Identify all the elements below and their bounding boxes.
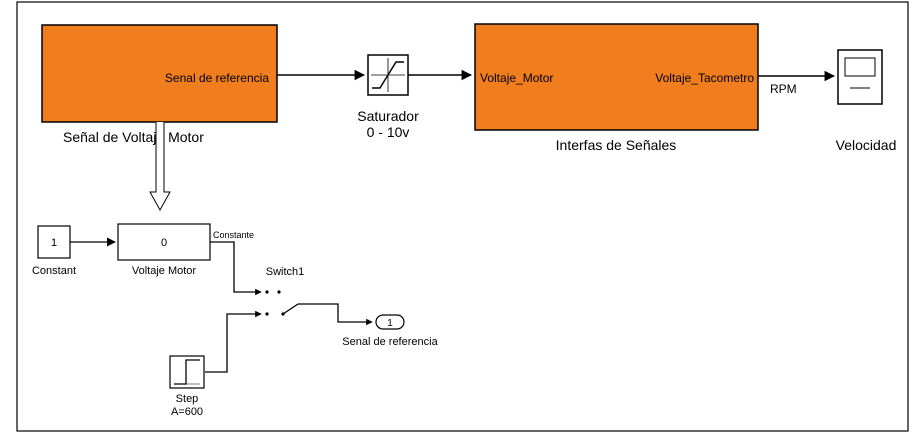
- expand-subsystem-arrow: [149, 122, 171, 212]
- constant-value: 1: [51, 237, 57, 249]
- interface-in-port-label: Voltaje_Motor: [480, 71, 553, 85]
- signal-subsystem-block[interactable]: Senal de referencia: [41, 24, 278, 123]
- constant-block[interactable]: 1: [37, 225, 71, 259]
- voltaje-motor-value: 0: [161, 237, 167, 249]
- saturator-block[interactable]: [367, 54, 409, 96]
- scope-block[interactable]: [837, 49, 883, 105]
- switch-name: Switch1: [266, 266, 305, 278]
- outport-number: 1: [387, 318, 393, 329]
- outport-block[interactable]: 1: [375, 314, 405, 330]
- rpm-signal-label: RPM: [770, 82, 797, 96]
- voltaje-motor-block[interactable]: 0: [117, 223, 211, 261]
- saturation-curve-icon: [372, 61, 404, 89]
- outport-name: Senal de referencia: [342, 336, 438, 348]
- voltaje-to-switch-line: [210, 241, 262, 296]
- interface-subsystem-block[interactable]: Voltaje_Motor Voltaje_Tacometro: [474, 23, 759, 131]
- interface-out-port-label: Voltaje_Tacometro: [655, 71, 754, 85]
- interface-subsystem-name: Interfas de Señales: [556, 137, 677, 153]
- signal-subsystem-port-label: Senal de referencia: [165, 71, 269, 85]
- switch-lever-icon: [282, 303, 299, 315]
- constante-signal-label: Constante: [213, 230, 254, 240]
- step-name-line1: Step: [176, 393, 199, 405]
- step-name-line2: A=600: [171, 406, 203, 418]
- step-block[interactable]: [169, 355, 205, 389]
- scope-screen-icon: [844, 57, 876, 77]
- signal-subsystem-name: Señal de Voltaje Motor: [63, 129, 204, 145]
- saturator-name-line2: 0 - 10v: [367, 124, 410, 140]
- constant-name: Constant: [32, 265, 76, 277]
- saturator-name-line1: Saturador: [357, 108, 419, 124]
- switch-to-outport-line: [298, 303, 373, 326]
- step-to-switch-line: [205, 310, 262, 373]
- voltaje-motor-name: Voltaje Motor: [132, 265, 197, 277]
- manual-switch-block[interactable]: [265, 290, 299, 316]
- scope-name: Velocidad: [836, 137, 897, 153]
